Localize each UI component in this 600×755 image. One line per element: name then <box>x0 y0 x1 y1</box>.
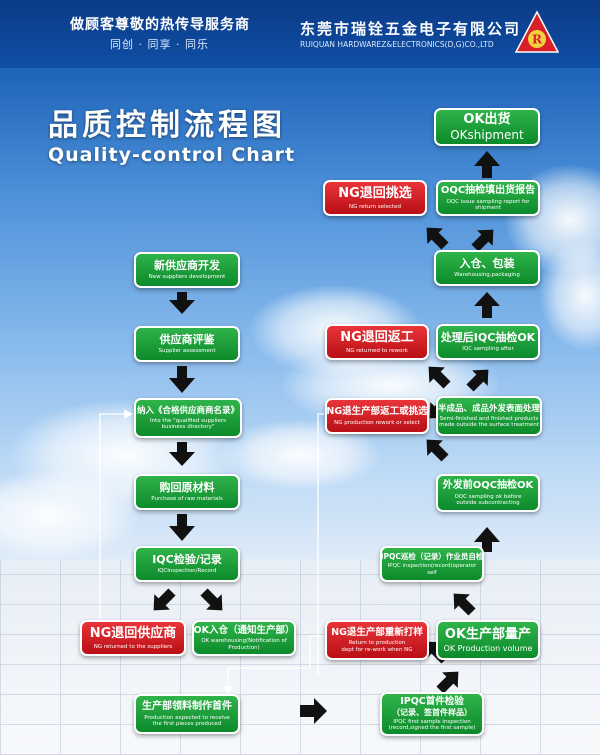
node-ok-warehousing: OK入仓（通知生产部） OK warehousing(Notification … <box>192 620 296 656</box>
node-label-en: New suppliers development <box>148 274 226 281</box>
arrow-up-right-icon <box>471 229 494 252</box>
up-arrow-icon <box>474 527 500 552</box>
node-label-cn: 入仓、包装 <box>459 257 515 271</box>
node-label-cn: IPQC首件检验 <box>400 696 464 708</box>
node-label-cn: 新供应商开发 <box>154 259 220 273</box>
node-label-en: Return to production dept for re-work wh… <box>341 640 413 653</box>
node-label-en: Warehousing,packaging <box>454 272 520 279</box>
node-ng-rework: NG退回返工 NG returned to rework <box>325 324 429 360</box>
node-label-cn: NG退回挑选 <box>338 186 412 202</box>
node-label-cn: NG退回供应商 <box>89 626 177 642</box>
arrow-up-left-icon <box>453 593 476 616</box>
node-label-cn: 购回原材料 <box>159 481 215 495</box>
return-line <box>99 409 135 629</box>
node-label-en: OQC sampling ok before outside subcontra… <box>454 493 522 506</box>
chart-title-en: Quality-control Chart <box>48 144 296 166</box>
node-ipqc-patrol-inspection: IPQC巡检（记录）作业员自检 IPQC inspection(record)o… <box>380 546 484 582</box>
node-qualified-supplier-list: 纳入《合格供应商商名录》 Into the "qualified supplie… <box>134 398 242 438</box>
down-arrow-icon <box>169 442 195 466</box>
node-label-en: NG production rework or select <box>334 419 420 426</box>
node-label-en: OQC issue sampling report for shipment <box>446 198 530 211</box>
node-label-cn: IQC检验/记录 <box>152 553 222 567</box>
arrow-up-left-icon <box>426 227 449 250</box>
node-oqc-shipment-report: OQC抽检填出货报告 OQC issue sampling report for… <box>436 180 540 216</box>
node-warehousing-packaging: 入仓、包装 Warehousing,packaging <box>434 250 540 286</box>
node-label-cn: 生产部领料制作首件 <box>142 700 232 712</box>
arrow-up-right-icon <box>436 671 459 694</box>
company-name-en: RUIQUAN HARDWAREZ&ELECTRONICS(D,G)CO.,LT… <box>300 40 494 49</box>
arrow-down-right-icon <box>200 588 223 611</box>
node-label-en: NG returned to rework <box>346 347 408 354</box>
node-ok-shipment: OK出货 OKshipment <box>434 108 540 146</box>
node-label-en: NG returned to the suppliers <box>93 643 173 650</box>
node-label-cn: 外发前OQC抽检OK <box>442 479 534 491</box>
arrow-up-left-icon <box>426 439 449 462</box>
node-ng-return-supplier: NG退回供应商 NG returned to the suppliers <box>80 620 186 656</box>
node-label-cn: 纳入《合格供应商商名录》 <box>136 405 239 416</box>
down-arrow-icon <box>169 514 195 541</box>
header-bar: 做顾客尊敬的热传导服务商 同创 · 同享 · 同乐 东莞市瑞铨五金电子有限公司 … <box>0 0 600 68</box>
slogan-sub: 同创 · 同享 · 同乐 <box>110 38 209 51</box>
logo-letter: R <box>532 33 543 47</box>
node-surface-treatment-outsource: 半成品、成品外发表面处理 Semi-finished and finished … <box>436 396 542 436</box>
cloud-decoration <box>0 470 140 560</box>
node-pre-outsource-oqc: 外发前OQC抽检OK OQC sampling ok before outsid… <box>436 474 540 512</box>
node-label-en: OK Production volume <box>443 644 533 654</box>
node-label-en: Supplier assessment <box>158 348 216 355</box>
node-purchase-raw-materials: 购回原材料 Purchase of raw materials <box>134 474 240 510</box>
return-line <box>223 635 325 696</box>
node-ipqc-first-inspection: IPQC首件检验 （记录、签首件样品） IPQC first sample in… <box>380 692 484 736</box>
chart-title-cn: 品质控制流程图 <box>48 108 286 143</box>
node-production-first-piece: 生产部领料制作首件 Production expected to receive… <box>134 694 240 734</box>
node-new-supplier: 新供应商开发 New suppliers development <box>134 252 240 288</box>
node-label-cn: 供应商评鉴 <box>159 333 215 347</box>
node-label-cn: 处理后IQC抽检OK <box>440 331 536 345</box>
slogan-main: 做顾客尊敬的热传导服务商 <box>70 17 250 33</box>
company-logo-icon: R <box>514 10 560 53</box>
node-iqc-after-treatment: 处理后IQC抽检OK IQC sampling after <box>436 324 540 360</box>
node-label-en: Semi-finished and finished products made… <box>439 415 539 429</box>
arrow-down-left-icon <box>153 588 176 611</box>
node-label-cn: NG退回返工 <box>340 330 414 346</box>
node-label-en: NG return selected <box>349 203 401 210</box>
node-label-cn: NG退生产部返工或挑选 <box>326 406 428 418</box>
node-ng-reproof: NG退生产部重新打样 Return to production dept for… <box>325 620 429 660</box>
up-arrow-icon <box>474 292 500 318</box>
return-line <box>317 413 325 676</box>
node-label-en: IQCInspection/Record <box>157 568 217 575</box>
node-label-en: OKshipment <box>450 127 524 142</box>
arrow-up-right-icon <box>466 369 489 392</box>
node-ng-rework-or-select: NG退生产部返工或挑选 NG production rework or sele… <box>325 398 429 434</box>
node-label-en: IPQC inspection(record)operator self <box>387 563 477 576</box>
node-label-cn: IPQC巡检（记录）作业员自检 <box>380 552 484 562</box>
arrow-up-left-icon <box>428 366 451 389</box>
down-arrow-icon <box>169 366 195 393</box>
down-arrow-icon <box>169 292 195 314</box>
company-name-cn: 东莞市瑞铨五金电子有限公司 <box>300 20 522 38</box>
up-arrow-icon <box>474 151 500 178</box>
node-label-cn: OQC抽检填出货报告 <box>440 184 536 196</box>
node-label-cn: OK入仓（通知生产部） <box>193 624 295 636</box>
node-ok-mass-production: OK生产部量产 OK Production volume <box>436 620 540 660</box>
node-label-en: IQC sampling after <box>462 346 514 353</box>
node-ng-return-select: NG退回挑选 NG return selected <box>323 180 427 216</box>
node-label-cn: OK出货 <box>463 112 511 127</box>
node-supplier-assessment: 供应商评鉴 Supplier assessment <box>134 326 240 362</box>
node-label-en: Production expected to receive the first… <box>144 714 230 727</box>
right-arrow-icon <box>300 698 327 724</box>
node-label-cn: OK生产部量产 <box>444 626 532 642</box>
node-label-en: OK warehousing(Notification of Productio… <box>201 638 287 651</box>
node-label-en: Purchase of raw materials <box>151 496 223 503</box>
node-label-cn: 半成品、成品外发表面处理 <box>438 403 541 414</box>
node-label-cn-secondary: （记录、签首件样品） <box>392 707 472 717</box>
node-label-en: Into the "qualified suppliers business d… <box>149 417 227 431</box>
node-label-en: IPQC first sample inspection (record,sig… <box>388 719 476 732</box>
node-iqc-inspection: IQC检验/记录 IQCInspection/Record <box>134 546 240 582</box>
node-label-cn: NG退生产部重新打样 <box>331 626 423 638</box>
